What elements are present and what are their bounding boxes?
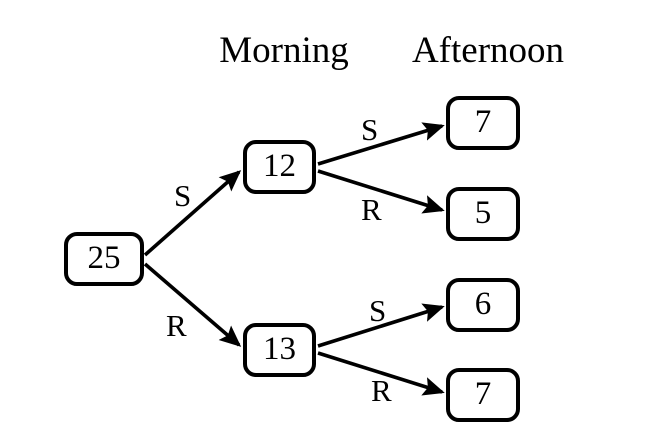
edge-label-mr-r: R (371, 373, 392, 408)
edges-group (143, 122, 445, 396)
node-value: 13 (263, 330, 296, 367)
node-value: 5 (474, 194, 492, 231)
tree-node-afternoon-rs[interactable]: 6 (446, 278, 520, 332)
node-value: 12 (263, 147, 296, 184)
node-value: 6 (474, 285, 492, 322)
tree-node-morning-s[interactable]: 12 (243, 140, 316, 194)
edge-label-root-s: S (174, 178, 192, 213)
tree-edge (317, 303, 445, 348)
edge-label-ms-r: R (361, 192, 382, 227)
tree-edge (317, 351, 445, 396)
tree-edge (317, 122, 445, 166)
tree-node-root[interactable]: 25 (64, 232, 144, 286)
tree-edge (143, 262, 242, 347)
node-value: 25 (87, 239, 121, 276)
tree-node-morning-r[interactable]: 13 (243, 323, 316, 377)
tree-edge (143, 170, 242, 257)
tree-node-afternoon-rr[interactable]: 7 (446, 368, 520, 422)
node-value: 7 (474, 103, 492, 140)
tree-edge (317, 169, 445, 214)
column-header-morning: Morning (219, 30, 349, 71)
edge-label-ms-s: S (361, 112, 379, 147)
column-header-afternoon: Afternoon (411, 30, 565, 71)
edge-label-root-r: R (166, 308, 187, 343)
tree-node-afternoon-ss[interactable]: 7 (446, 96, 520, 150)
tree-node-afternoon-sr[interactable]: 5 (446, 187, 520, 241)
edge-label-mr-s: S (369, 293, 387, 328)
node-value: 7 (474, 375, 492, 412)
